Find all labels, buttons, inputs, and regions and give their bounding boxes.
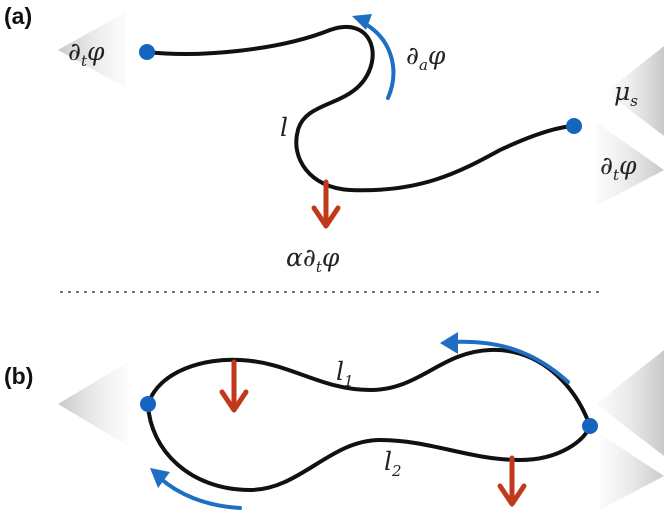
panel-b-label: (b) bbox=[4, 363, 33, 389]
right-wedge-b-lower bbox=[600, 434, 664, 510]
endpoint-right-b bbox=[582, 418, 598, 434]
label-da: ∂aφ bbox=[406, 41, 446, 74]
panel-a: (a) ∂tφ ∂aφ l μs bbox=[4, 3, 664, 276]
label-mu: μs bbox=[614, 77, 638, 110]
label-l1: l1 bbox=[336, 357, 354, 390]
flow-arrow-top-b bbox=[440, 332, 570, 384]
right-wedge-dt bbox=[596, 122, 664, 206]
tangent-flow-arrow-a bbox=[352, 14, 396, 100]
curve-l2 bbox=[146, 402, 592, 492]
curve-l bbox=[145, 24, 576, 193]
panel-a-label: (a) bbox=[4, 3, 32, 29]
force-arrow-b-right bbox=[497, 455, 527, 507]
label-l2: l2 bbox=[384, 447, 402, 480]
label-l: l bbox=[280, 113, 288, 142]
curve-l1 bbox=[146, 347, 592, 428]
label-alpha: α∂tφ bbox=[286, 243, 340, 276]
flow-arrow-bottom-b bbox=[150, 468, 242, 510]
endpoint-left-a bbox=[139, 44, 155, 60]
label-dt-left: ∂tφ bbox=[68, 37, 105, 70]
panel-b: (b) l1 bbox=[4, 332, 664, 510]
endpoint-left-b bbox=[140, 396, 156, 412]
right-wedge-mu bbox=[606, 46, 664, 136]
label-dt-right: ∂tφ bbox=[600, 151, 637, 184]
force-arrow-a bbox=[311, 179, 341, 229]
left-wedge-b bbox=[58, 362, 128, 446]
endpoint-right-a bbox=[566, 118, 582, 134]
force-arrow-b-left bbox=[219, 359, 249, 413]
left-wedge-a bbox=[58, 12, 126, 88]
right-wedge-b-upper bbox=[596, 350, 664, 456]
